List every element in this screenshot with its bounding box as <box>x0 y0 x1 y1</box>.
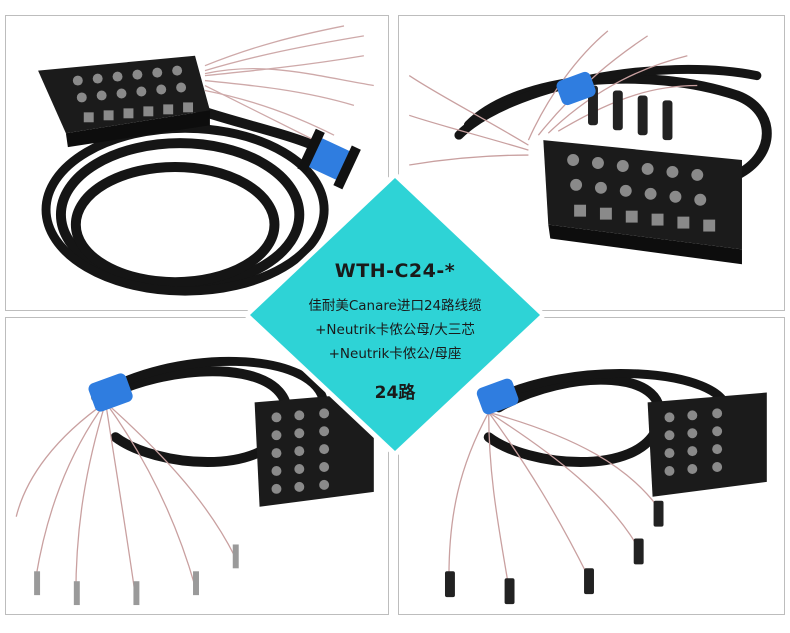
model-number: WTH-C24-* <box>334 260 456 282</box>
cable-description: 佳耐美Canare进口24路线缆 <box>308 298 482 314</box>
connector-description-2: +Neutrik卡侬公/母座 <box>328 346 462 362</box>
stagebox-illustration <box>444 368 767 605</box>
product-photo-top-left <box>5 15 389 311</box>
stagebox-illustration <box>38 25 374 296</box>
stagebox-illustration <box>408 30 772 265</box>
stagebox-illustration <box>15 356 374 606</box>
connector-description-1: +Neutrik卡侬公母/大三芯 <box>315 322 475 338</box>
product-photo-bottom-right <box>398 317 785 615</box>
channel-count: 24路 <box>374 383 416 403</box>
